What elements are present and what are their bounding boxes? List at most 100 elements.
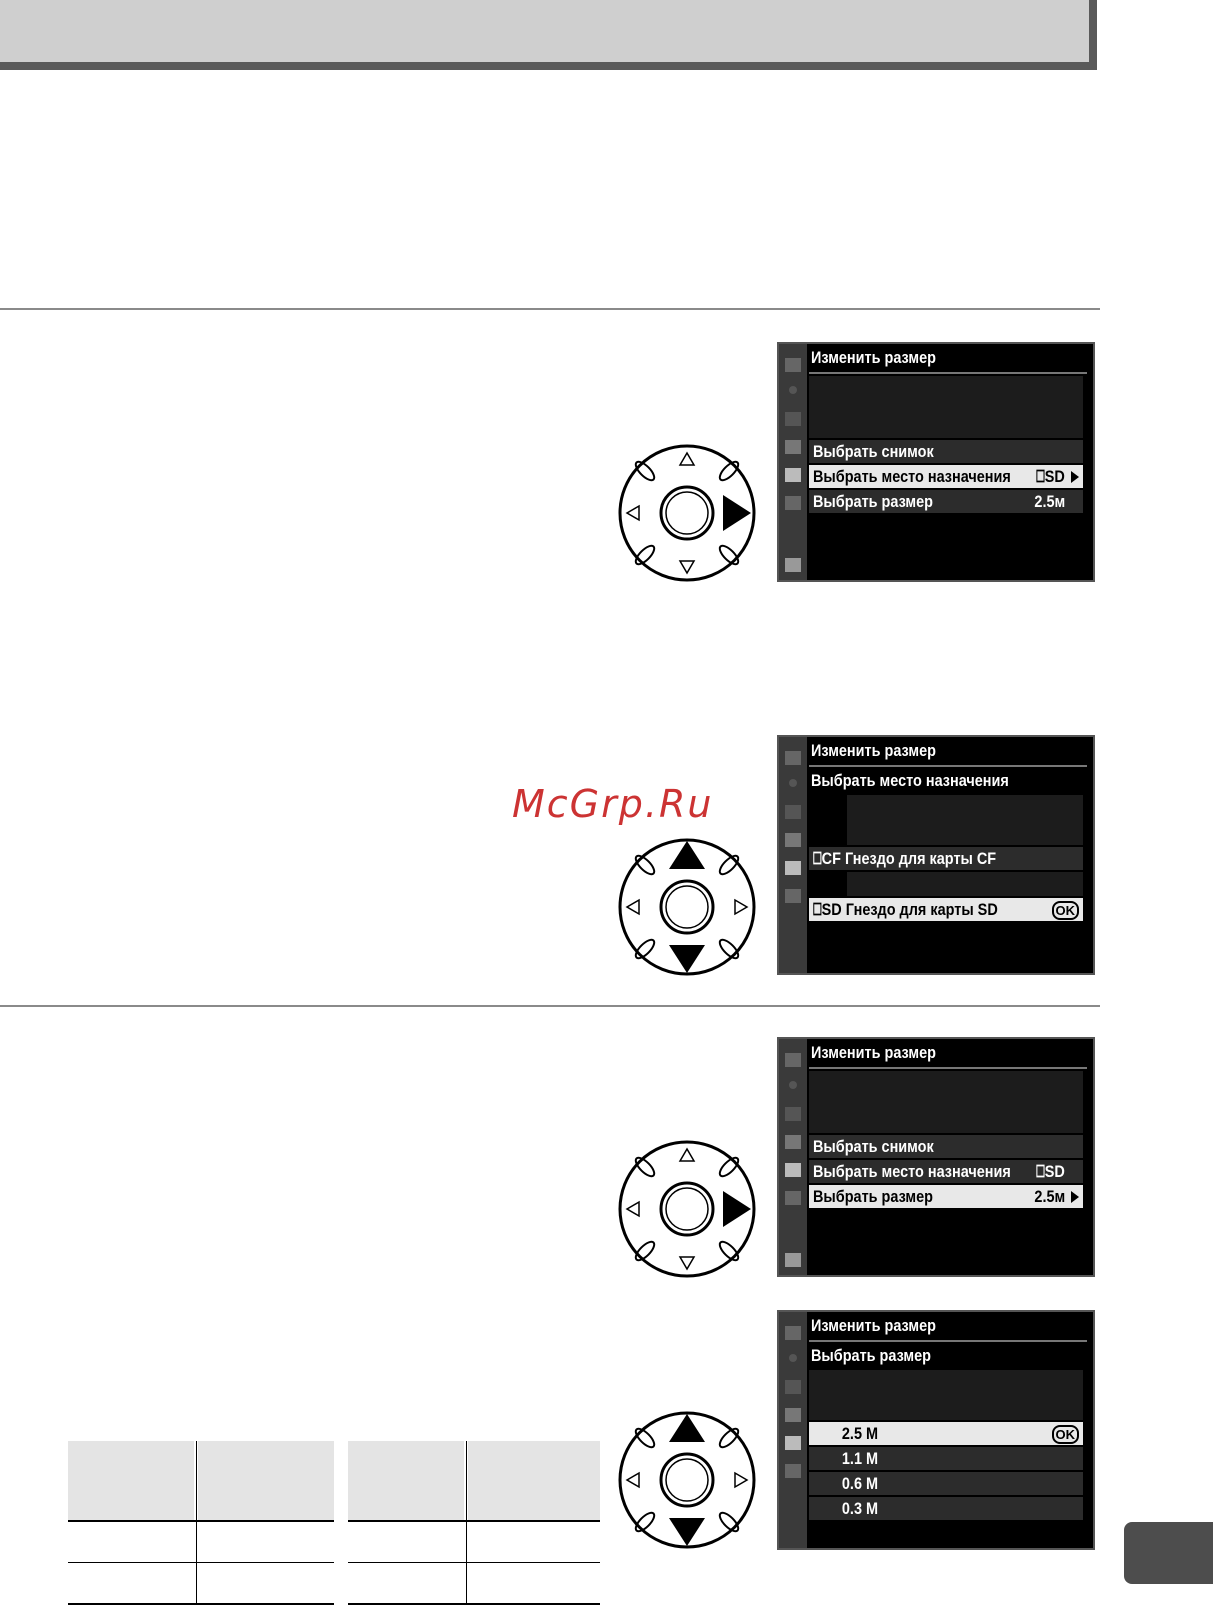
menu-item-sd-slot[interactable]: ⎕SD Гнездо для карты SD OK [809,898,1083,921]
playback-menu-icon [785,1326,801,1340]
multi-selector-dial-4 [617,1410,757,1550]
title-divider [809,372,1087,374]
table-rule [68,1562,334,1563]
menu-item-choose-destination[interactable]: Выбрать место назначения ⎕SD [809,1160,1083,1183]
multi-selector-updown-icon [618,838,756,976]
menu-item-label: Выбрать место назначения [813,467,1011,486]
menu-sidebar [779,1039,807,1275]
camera-screen-1: Изменить размер Выбрать снимок Выбрать м… [777,342,1095,582]
retouch-menu-icon [785,468,801,482]
menu-item-label: ⎕CF Гнездо для карты CF [813,849,997,868]
menu-sidebar [779,344,807,580]
table-header-cell [468,1441,600,1520]
camera-screen-3: Изменить размер Выбрать снимок Выбрать м… [777,1037,1095,1277]
menu-item-label: 0.3 M [841,1499,879,1518]
size-option-1-1m[interactable]: 1.1 M [809,1447,1083,1470]
help-icon [785,558,801,572]
menu-panel [809,1071,1083,1133]
watermark: McGrp.Ru [512,782,714,826]
menu-item-value: ⎕SD [1036,467,1065,486]
menu-item-value: 2.5м [1034,1187,1065,1206]
multi-selector-dial-1 [617,443,757,583]
shooting-menu-icon [789,386,797,394]
setup-menu-icon [785,440,801,454]
title-divider [809,1340,1087,1342]
setup-menu-icon [785,833,801,847]
playback-menu-icon [785,1053,801,1067]
shooting-menu-icon [789,1081,797,1089]
menu-item-label: Выбрать размер [813,1187,933,1206]
custom-settings-icon [785,412,801,426]
section-header-bar [0,0,1097,70]
custom-settings-icon [785,805,801,819]
shooting-menu-icon [789,1354,797,1362]
menu-item-label: Выбрать снимок [813,442,934,461]
screen-subtitle: Выбрать место назначения [811,771,1009,790]
menu-panel [809,376,1083,438]
menu-item-label: 0.6 M [841,1474,879,1493]
playback-menu-icon [785,358,801,372]
custom-settings-icon [785,1380,801,1394]
menu-item-value: 2.5м [1034,492,1065,511]
title-divider [809,1067,1087,1069]
menu-panel [847,795,1083,845]
screen-title: Изменить размер [811,741,936,760]
menu-item-label: ⎕SD Гнездо для карты SD [813,900,998,919]
screen-subtitle: Выбрать размер [811,1346,931,1365]
camera-screen-4: Изменить размер Выбрать размер 2.5 M OK … [777,1310,1095,1550]
arrow-right-icon [1071,471,1079,483]
multi-selector-dial-2 [617,837,757,977]
my-menu-icon [785,1464,801,1478]
retouch-menu-icon [785,1436,801,1450]
ok-button-icon: OK [1051,1425,1079,1444]
menu-item-choose-destination[interactable]: Выбрать место назначения ⎕SD [809,465,1083,488]
table-rule [68,1603,334,1605]
multi-selector-updown-icon [618,1411,756,1549]
menu-panel [847,872,1083,896]
menu-item-select-image[interactable]: Выбрать снимок [809,440,1083,463]
size-option-0-3m[interactable]: 0.3 M [809,1497,1083,1520]
section-divider-2 [0,1005,1100,1007]
arrow-right-icon [1071,1191,1079,1203]
menu-item-label: Выбрать место назначения [813,1162,1011,1181]
table-col-divider [196,1441,197,1605]
table-rule [348,1603,600,1605]
playback-menu-icon [785,751,801,765]
menu-sidebar [779,1312,807,1548]
menu-item-select-image[interactable]: Выбрать снимок [809,1135,1083,1158]
table-header-cell [198,1441,334,1520]
multi-selector-right-icon [618,1140,756,1278]
menu-item-label: 2.5 M [841,1424,879,1443]
ok-button-icon: OK [1051,901,1079,920]
screen-title: Изменить размер [811,348,936,367]
section-divider-1 [0,308,1100,310]
my-menu-icon [785,889,801,903]
menu-panel [809,1370,1083,1420]
menu-item-value: ⎕SD [1036,1162,1065,1181]
camera-screen-2: Изменить размер Выбрать место назначения… [777,735,1095,975]
shooting-menu-icon [789,779,797,787]
retouch-menu-icon [785,861,801,875]
table-rule [68,1520,334,1522]
table-rule [348,1520,600,1522]
screen-title: Изменить размер [811,1043,936,1062]
size-option-2-5m[interactable]: 2.5 M OK [809,1422,1083,1445]
menu-sidebar [779,737,807,973]
size-option-0-6m[interactable]: 0.6 M [809,1472,1083,1495]
setup-menu-icon [785,1135,801,1149]
menu-item-choose-size[interactable]: Выбрать размер 2.5м [809,1185,1083,1208]
menu-item-cf-slot[interactable]: ⎕CF Гнездо для карты CF [809,847,1083,870]
menu-item-label: Выбрать снимок [813,1137,934,1156]
menu-item-label: Выбрать размер [813,492,933,511]
help-icon [785,1253,801,1267]
menu-item-choose-size[interactable]: Выбрать размер 2.5м [809,490,1083,513]
my-menu-icon [785,496,801,510]
page-tab [1124,1522,1213,1584]
table-header-cell [68,1441,194,1520]
table-rule [348,1562,600,1563]
retouch-menu-icon [785,1163,801,1177]
menu-item-label: 1.1 M [841,1449,879,1468]
my-menu-icon [785,1191,801,1205]
table-header-cell [348,1441,464,1520]
multi-selector-dial-3 [617,1139,757,1279]
